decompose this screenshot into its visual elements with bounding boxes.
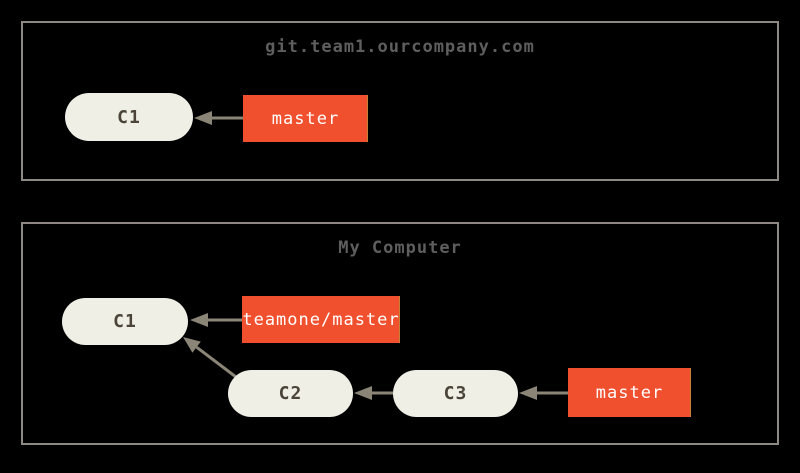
commit-node-local-c3: C3	[393, 370, 518, 417]
branch-label-local-master: master	[568, 368, 691, 417]
branch-label-remote-master: master	[243, 95, 368, 142]
commit-node-local-c2: C2	[228, 370, 353, 417]
remote-repo-box: git.team1.ourcompany.com	[21, 21, 779, 181]
remote-repo-title: git.team1.ourcompany.com	[265, 37, 535, 57]
local-repo-title: My Computer	[338, 238, 462, 258]
commit-node-remote-c1: C1	[65, 93, 193, 141]
commit-node-local-c1: C1	[62, 298, 188, 345]
local-repo-box: My Computer	[21, 222, 779, 445]
branch-label-teamone-master: teamone/master	[242, 296, 400, 343]
